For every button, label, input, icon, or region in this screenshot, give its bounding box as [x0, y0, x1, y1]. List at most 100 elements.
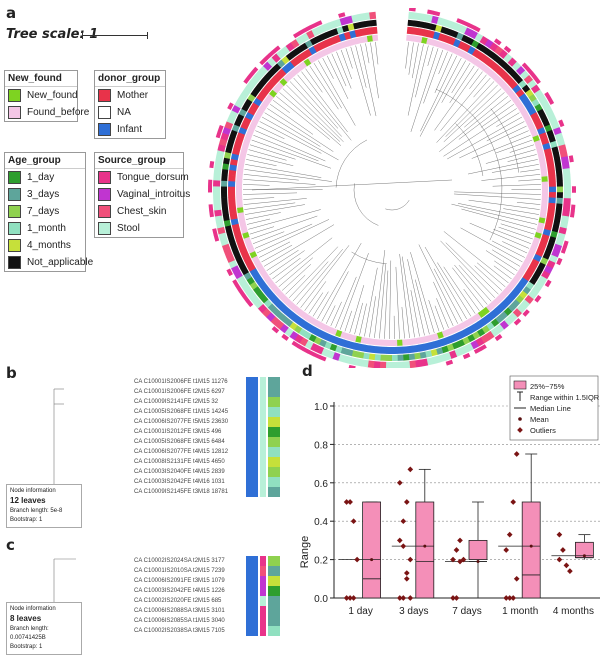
ring-segment: [554, 132, 564, 141]
ring-segment: [546, 213, 555, 221]
tree-branch: [286, 84, 344, 142]
ring-segment: [424, 22, 432, 30]
ring-segment: [223, 219, 231, 227]
ring-segment: [338, 33, 347, 42]
ring-segment: [370, 19, 377, 27]
ring-segment: [309, 22, 317, 30]
ring-segment: [241, 144, 249, 152]
ring-segment: [372, 34, 379, 42]
ring-segment: [508, 80, 518, 90]
tree-branch: [275, 237, 333, 284]
ring-segment: [349, 334, 357, 342]
legend-label: 1_day: [27, 172, 55, 183]
ring-segment: [473, 347, 482, 354]
ring-segment: [283, 74, 292, 83]
ring-segment: [303, 48, 313, 58]
ring-segment: [424, 350, 433, 358]
ring-segment: [419, 13, 428, 22]
ring-segment: [302, 347, 310, 354]
data-point: [510, 499, 517, 505]
ring-segment: [266, 80, 276, 90]
ring-segment: [489, 42, 499, 52]
ring-segment: [391, 346, 398, 354]
tree-branch: [289, 81, 342, 137]
ring-segment: [276, 49, 286, 59]
tree-branch: [331, 53, 347, 87]
tree-branch: [248, 149, 287, 161]
ring-segment: [542, 142, 551, 151]
ring-segment: [260, 102, 269, 111]
ring-segment: [411, 35, 418, 43]
ring-segment: [563, 198, 571, 205]
tree-branch: [491, 240, 525, 258]
ring-segment: [462, 352, 471, 360]
ring-segment: [440, 26, 448, 35]
ring-segment: [541, 186, 548, 193]
ring-segment: [508, 312, 518, 322]
ring-segment: [233, 142, 242, 151]
node-info-title: Node information: [10, 488, 56, 494]
y-tick-label: 0.6: [314, 479, 328, 490]
ring-segment: [428, 341, 436, 350]
ring-segment: [218, 232, 227, 241]
ring-segment: [315, 34, 324, 43]
ring-segment: [427, 9, 435, 15]
ring-segment: [326, 46, 335, 54]
ring-segment: [547, 170, 556, 177]
ring-segment: [386, 339, 392, 346]
swatch-icon: [8, 239, 21, 252]
legend-donor-group: donor_group Mother NA Infant: [94, 70, 166, 139]
tree-branch: [285, 274, 306, 295]
ring-segment: [548, 115, 558, 125]
tree-branch: [434, 53, 453, 94]
ring-segment: [408, 353, 416, 361]
ring-segment: [555, 238, 564, 247]
ring-segment: [429, 23, 437, 31]
ring-segment: [402, 354, 410, 361]
ring-segment: [485, 58, 495, 68]
ring-segment: [242, 294, 250, 303]
ring-segment: [522, 272, 532, 282]
ring-segment: [362, 352, 370, 360]
tree-branch: [278, 257, 314, 287]
tree-branch: [498, 226, 533, 240]
tree-branch: [494, 260, 515, 276]
tree-branch: [244, 169, 332, 182]
panel-b-strip-age: [268, 377, 280, 497]
ring-segment: [234, 137, 244, 145]
tree-branch: [469, 71, 483, 89]
ring-segment: [479, 344, 487, 351]
ring-segment: [215, 155, 224, 164]
ring-segment: [221, 191, 228, 199]
swatch-icon: [8, 106, 21, 119]
ring-segment: [364, 344, 371, 353]
ring-segment: [485, 67, 494, 76]
ring-segment: [562, 209, 570, 217]
ring-segment: [284, 308, 294, 318]
ring-segment: [527, 79, 537, 89]
node-info-title: Node information: [10, 606, 56, 612]
ring-segment: [456, 32, 465, 41]
ring-segment: [330, 28, 339, 36]
tree-branch: [418, 244, 458, 324]
ring-segment: [563, 192, 571, 199]
tree-branch: [272, 257, 301, 280]
ring-segment: [242, 285, 253, 295]
tree-branch: [245, 164, 322, 178]
ring-segment: [221, 203, 229, 210]
tree-branch: [335, 139, 368, 188]
ring-segment: [540, 170, 548, 178]
ring-segment: [265, 289, 275, 299]
ring-segment: [423, 342, 431, 351]
ring-segment: [271, 326, 280, 334]
tree-branch: [439, 96, 508, 152]
ring-segment: [318, 355, 327, 362]
ring-segment: [421, 335, 429, 343]
leaf-label: CA C10003IS2042FE t4M15 1226: [134, 588, 225, 594]
ring-segment: [537, 222, 545, 229]
strip-cell: [268, 586, 280, 596]
tree-branch: [339, 253, 369, 330]
tree-branch: [476, 262, 506, 287]
box-3: [498, 451, 541, 601]
ring-segment: [516, 281, 526, 291]
